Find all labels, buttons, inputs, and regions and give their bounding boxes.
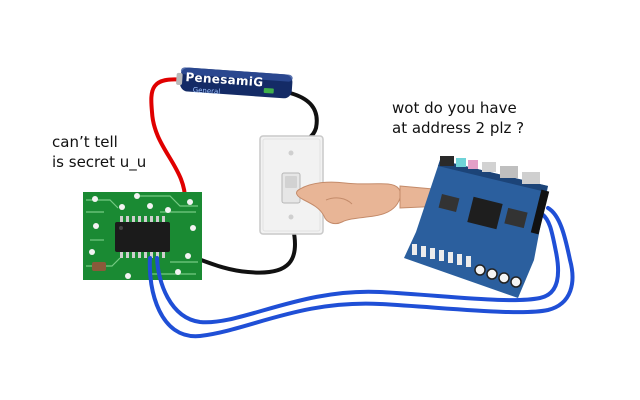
caption-fpga-request: wot do you have at address 2 plz ? [392,99,525,137]
resistor-icon [92,262,106,271]
ic-chip-icon [115,216,170,258]
caption-chip-owner: can’t tell is secret u_u [52,133,147,171]
blue-wire-2 [155,212,560,325]
blue-wire-1 [147,206,575,339]
light-switch-icon [259,135,324,235]
aa-battery-icon [176,67,293,99]
fpga-board-icon [404,156,550,298]
black-wire-top [288,91,319,142]
